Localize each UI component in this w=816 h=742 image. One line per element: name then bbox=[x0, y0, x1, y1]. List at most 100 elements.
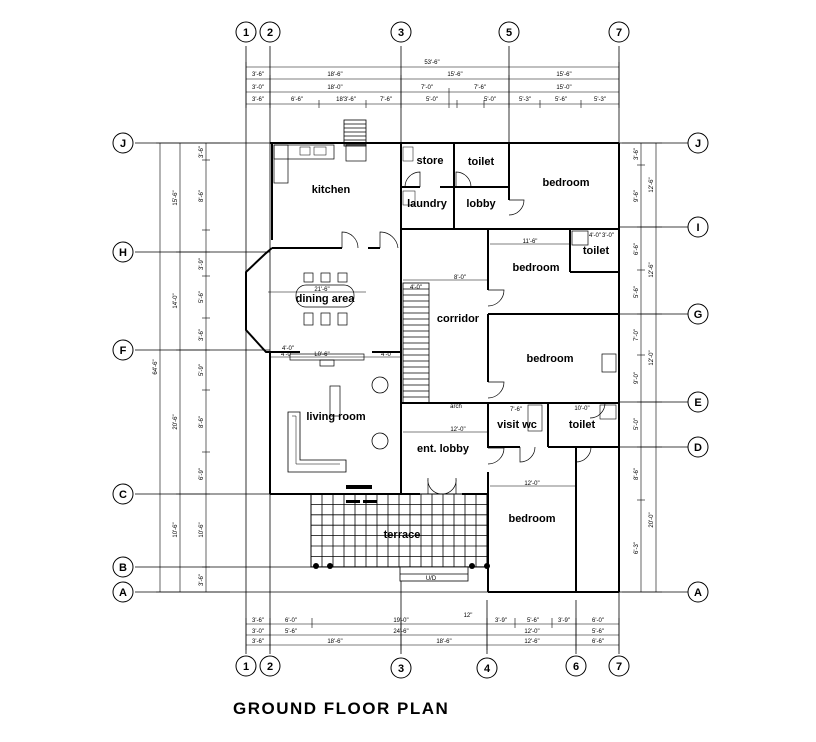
drawing-title: GROUND FLOOR PLAN bbox=[233, 699, 450, 718]
room-laundry: laundry bbox=[407, 198, 448, 210]
grid-col-label: 7 bbox=[616, 661, 622, 673]
grid-bubble-row-F-left: F bbox=[112, 339, 134, 361]
dim-bot-r3-0: 3'-6" bbox=[252, 639, 264, 645]
dim-bedroom2-width: 11'-6" bbox=[523, 239, 538, 245]
room-toilet-right: toilet bbox=[583, 245, 610, 257]
grid-col-label: 2 bbox=[267, 27, 273, 39]
room-living-room: living room bbox=[306, 411, 366, 423]
grid-bubble-col-2-bottom: 2 bbox=[259, 655, 281, 677]
grid-row-label: E bbox=[694, 397, 701, 409]
grid-bubbles: 1 2 3 5 7 1 2 3 4 6 7 J H F C B A J I G … bbox=[112, 21, 709, 679]
dim-top-r2-0: 3'-6" bbox=[252, 72, 264, 78]
stair-treads bbox=[403, 288, 429, 398]
doors bbox=[341, 171, 606, 495]
dim-right-inner-6: 5'-0" bbox=[634, 418, 640, 430]
dim-left-inner-2: 3'-9" bbox=[199, 258, 205, 270]
grid-bubble-col-3-top: 3 bbox=[390, 21, 412, 43]
grid-row-label: J bbox=[120, 138, 126, 150]
dimensions-bottom: 3'-6" 6'-0" 19'-0" 12" 3'-9" 5'-6" 3'-9"… bbox=[245, 613, 620, 650]
grid-bubble-row-A-left: A bbox=[112, 581, 134, 603]
dim-bot-r1-3: 12" bbox=[464, 613, 473, 619]
dim-right-inner-7: 8'-6" bbox=[634, 468, 640, 480]
dim-left-inner-7: 6'-9" bbox=[199, 468, 205, 480]
dim-top-r4-7: 5'-6" bbox=[555, 97, 567, 103]
grid-bubble-row-G-right: G bbox=[687, 303, 709, 325]
dim-right-inner-5: 9'-0" bbox=[634, 372, 640, 384]
dim-left-inner-0: 3'-6" bbox=[199, 146, 205, 158]
dim-top-r4-6: 5'-3" bbox=[519, 97, 531, 103]
grid-col-label: 5 bbox=[506, 27, 512, 39]
dim-top-r4-4: 5'-0" bbox=[426, 97, 438, 103]
grid-bubble-col-1-bottom: 1 bbox=[235, 655, 257, 677]
dim-top-r2-3: 15'-6" bbox=[556, 72, 571, 78]
grid-col-label: 4 bbox=[484, 663, 491, 675]
room-kitchen: kitchen bbox=[312, 184, 351, 196]
grid-col-label: 1 bbox=[243, 27, 249, 39]
grid-col-label: 6 bbox=[573, 661, 579, 673]
room-visit-wc: visit wc bbox=[497, 419, 537, 431]
room-labels: kitchen store toilet bedroom laundry lob… bbox=[296, 155, 610, 541]
ledge-b: 3'-0" bbox=[602, 233, 614, 239]
dim-toilet3-width: 10'-0" bbox=[574, 406, 589, 412]
dim-corridor-width: 8'-0" bbox=[454, 275, 466, 281]
dim-bot-r1-5: 5'-6" bbox=[527, 618, 539, 624]
dim-bot-r1-2: 19'-0" bbox=[393, 618, 408, 624]
grid-col-label: 3 bbox=[398, 663, 404, 675]
grid-bubble-col-7-top: 7 bbox=[608, 21, 630, 43]
room-ent-lobby: ent. lobby bbox=[417, 443, 470, 455]
grid-col-label: 1 bbox=[243, 661, 249, 673]
dim-bot-r3-1: 18'-6" bbox=[327, 639, 342, 645]
dim-bot-r1-7: 6'-0" bbox=[592, 618, 604, 624]
dim-right-outer-2: 12'-0" bbox=[649, 350, 655, 365]
dim-bot-r1-0: 3'-6" bbox=[252, 618, 264, 624]
room-dining-area: dining area bbox=[296, 293, 356, 305]
dim-left-overall: 64'-6" bbox=[153, 359, 159, 374]
dim-left-outer-1: 14'-0" bbox=[173, 293, 179, 308]
grid-bubble-row-A-right: A bbox=[687, 581, 709, 603]
dim-top-r2-2: 15'-6" bbox=[447, 72, 462, 78]
dim-top-r4-5: 5'-0" bbox=[484, 97, 496, 103]
ledge-a: 4'-0" bbox=[282, 346, 294, 352]
dim-right-inner-2: 6'-6" bbox=[634, 243, 640, 255]
dim-left-outer-3: 10'-6" bbox=[173, 522, 179, 537]
grid-bubble-row-E-right: E bbox=[687, 391, 709, 413]
grid-col-label: 7 bbox=[616, 27, 622, 39]
grid-row-label: J bbox=[695, 138, 701, 150]
interior-dims: 21'-6" 8'-0" 4'-0" 11'-6" 4'-0" 12'-0" 7… bbox=[268, 233, 614, 487]
dim-top-r4-0: 3'-6" bbox=[252, 97, 264, 103]
room-terrace: terrace bbox=[384, 529, 421, 541]
grid-row-label: A bbox=[119, 587, 127, 599]
grid-row-label: A bbox=[694, 587, 702, 599]
stair-top-treads bbox=[344, 123, 366, 145]
grid-row-label: D bbox=[694, 442, 702, 454]
dim-living-c: 4'-0" bbox=[381, 352, 393, 358]
dim-right-inner-0: 3'-6" bbox=[634, 148, 640, 160]
grid-row-label: G bbox=[694, 309, 703, 321]
room-arch: arch bbox=[450, 404, 462, 410]
dim-open-width: 12'-0" bbox=[450, 427, 465, 433]
grid-bubble-row-C-left: C bbox=[112, 483, 134, 505]
room-bedroom-bottom: bedroom bbox=[508, 513, 555, 525]
dimensions-left: 64'-6" 15'-6" 14'-0" 20'-6" 10'-6" 3'-6"… bbox=[153, 142, 230, 593]
grid-bubble-row-J-left: J bbox=[112, 132, 134, 154]
dim-vwc-width: 7'-6" bbox=[510, 407, 522, 413]
grid-bubble-col-7-bottom: 7 bbox=[608, 655, 630, 677]
dimensions-right: 3'-6" 9'-6" 6'-6" 5'-6" 7'-0" 9'-0" 5'-0… bbox=[622, 142, 662, 593]
terrace-tile-grid bbox=[311, 494, 487, 568]
grid-row-label: C bbox=[119, 489, 127, 501]
dim-left-inner-3: 5'-6" bbox=[199, 291, 205, 303]
dim-dining-width: 21'-6" bbox=[314, 287, 329, 293]
grid-bubble-col-6-bottom: 6 bbox=[565, 655, 587, 677]
dim-top-r3-1: 18'-0" bbox=[327, 85, 342, 91]
terrace-tiles: U/D bbox=[310, 493, 490, 582]
room-lobby: lobby bbox=[466, 198, 496, 210]
dim-right-inner-4: 7'-0" bbox=[634, 329, 640, 341]
dimensions-top: 53'-6" 3'-6" 18'-6" 15'-6" 15'-6" 3'-0" … bbox=[245, 60, 620, 108]
dim-living-a: 4'-0" bbox=[281, 352, 293, 358]
dim-bot-r2-4: 5'-6" bbox=[592, 629, 604, 635]
dim-living-b: L0'-6" bbox=[314, 352, 329, 358]
grid-row-label: I bbox=[696, 222, 699, 234]
dim-right-inner-1: 9'-6" bbox=[634, 190, 640, 202]
dim-right-outer-3: 20'-0" bbox=[649, 512, 655, 527]
